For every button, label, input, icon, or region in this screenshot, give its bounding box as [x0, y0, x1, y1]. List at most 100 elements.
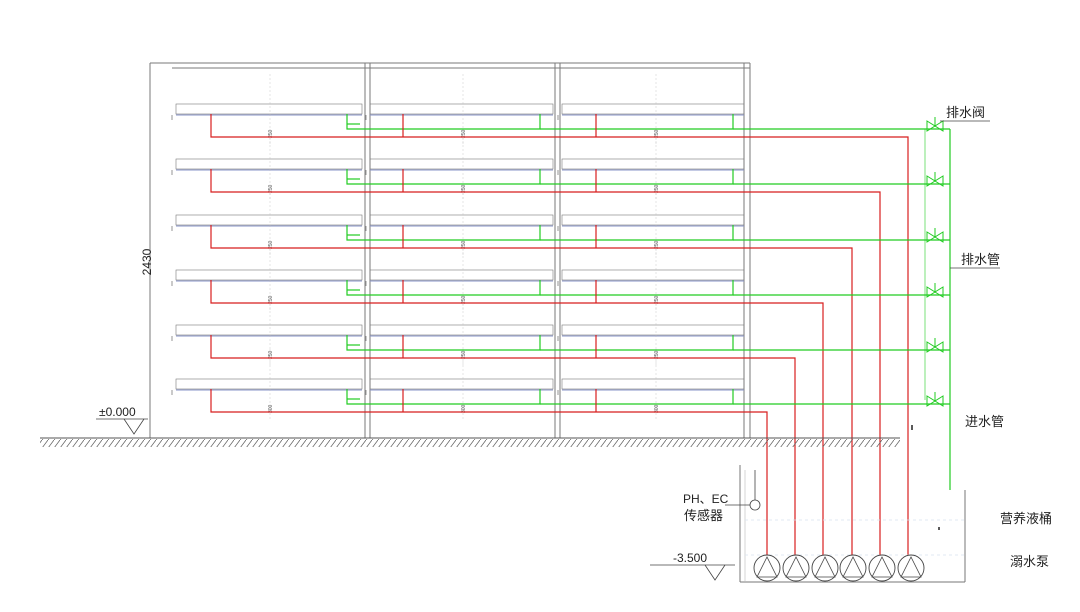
drain-branch: [540, 280, 734, 296]
tier-2: 250 250 250: [171, 129, 745, 199]
trough: [369, 324, 554, 336]
valve-left: [926, 120, 936, 132]
rack-frame: [149, 62, 751, 438]
trough: [369, 214, 554, 226]
dimension-mark: 300: [268, 404, 274, 413]
inlet-main: [210, 280, 824, 560]
pump-triangle: [814, 556, 836, 578]
tier-1: 250 250 250: [171, 74, 745, 144]
pump-body: [782, 554, 810, 582]
height-dimension: 2430: [140, 248, 154, 275]
trough: [561, 158, 745, 170]
dimension-mark: 250: [268, 129, 274, 138]
pipework: [210, 114, 951, 560]
tier-5: 250 250 250: [171, 295, 745, 365]
trough: [561, 269, 745, 281]
tank-level-marker: -3.500: [650, 551, 735, 581]
inlet-pipe-tier-1: [210, 114, 909, 560]
drain-branch: [540, 335, 734, 351]
valve-right: [934, 120, 944, 132]
dimension-mark: 300: [654, 404, 660, 413]
dimension-mark: 300: [461, 404, 467, 413]
ground-level-label: ±0.000: [99, 405, 136, 419]
trough: [175, 158, 363, 170]
valve-left: [926, 395, 936, 407]
pump-icon: [753, 554, 781, 582]
pump-label: 溺水泵: [1010, 555, 1049, 570]
callouts: 排水阀 排水管 进水管 营养液桶 溺水泵: [911, 106, 1052, 570]
pump-icon: [811, 554, 839, 582]
drain-branch: [346, 114, 541, 130]
valve-right: [934, 395, 944, 407]
trough: [175, 214, 363, 226]
dimension-mark: 250: [654, 240, 660, 249]
sensor-label-line1: PH、EC: [683, 492, 729, 506]
dimension-mark: 250: [654, 350, 660, 359]
valve-left: [926, 286, 936, 298]
drain-valve-icon: [926, 283, 944, 298]
trough: [369, 158, 554, 170]
ground-level-marker: ±0.000: [96, 405, 148, 435]
valve-right: [934, 341, 944, 353]
dimension-mark: 250: [268, 184, 274, 193]
dimension-mark: 250: [461, 350, 467, 359]
drain-valve-icon: [926, 117, 944, 132]
inlet-main: [210, 114, 909, 560]
drain-branch: [540, 169, 734, 185]
trough: [369, 378, 554, 390]
tier-3: 250 250 250: [171, 185, 745, 255]
tier-6: 300 300 300: [171, 349, 745, 419]
inlet-pipe-tier-2: [210, 169, 881, 560]
drain-valve-icon: [926, 228, 944, 243]
drain-valve-icon: [926, 172, 944, 187]
valve-left: [926, 175, 936, 187]
drain-pipe-tier-5: [346, 335, 950, 351]
dimension-mark: 250: [461, 295, 467, 304]
valve-left: [926, 231, 936, 243]
drain-branch: [540, 389, 734, 405]
trough: [175, 378, 363, 390]
dimension-mark: 250: [654, 295, 660, 304]
dimension-mark: 250: [461, 240, 467, 249]
inlet-pipe-tier-4: [210, 280, 824, 560]
pump-triangle: [785, 556, 807, 578]
pump-triangle: [756, 556, 778, 578]
drain-pipe-tier-2: [346, 169, 950, 185]
drain-pipe-tier-6: [346, 389, 950, 405]
drain-pipe-label: 排水管: [961, 253, 1000, 268]
drain-valve-icon: [926, 338, 944, 353]
dimension-mark: 250: [654, 129, 660, 138]
drain-pipe-tier-4: [346, 280, 950, 296]
pump-icon: [839, 554, 867, 582]
trough: [175, 269, 363, 281]
dimension-mark: 250: [461, 129, 467, 138]
drain-branch: [346, 280, 541, 296]
inlet-main: [210, 169, 881, 560]
valve-right: [934, 175, 944, 187]
trough: [175, 103, 363, 115]
trough: [369, 103, 554, 115]
pump-icon: [782, 554, 810, 582]
inlet-pipe-tier-6: [210, 389, 768, 560]
tier-4: 250 250 250: [171, 240, 745, 310]
pump-body: [811, 554, 839, 582]
inlet-pipe-tier-5: [210, 335, 796, 560]
pump-triangle: [900, 556, 922, 578]
pump-body: [897, 554, 925, 582]
sensor-label-line2: 传感器: [684, 508, 723, 524]
drain-branch: [346, 225, 541, 241]
trough: [561, 378, 745, 390]
dimension-mark: 250: [461, 184, 467, 193]
drain-branch: [540, 225, 734, 241]
pump-body: [753, 554, 781, 582]
dimension-mark: 250: [268, 295, 274, 304]
drain-valve-icon: [926, 392, 944, 407]
valve-right: [934, 231, 944, 243]
drain-pipe-tier-3: [346, 225, 950, 241]
inlet-main: [210, 389, 768, 560]
pump-triangle: [842, 556, 864, 578]
trough: [561, 214, 745, 226]
ph-ec-sensor: PH、EC 传感器: [683, 470, 761, 524]
pump-body: [868, 554, 896, 582]
